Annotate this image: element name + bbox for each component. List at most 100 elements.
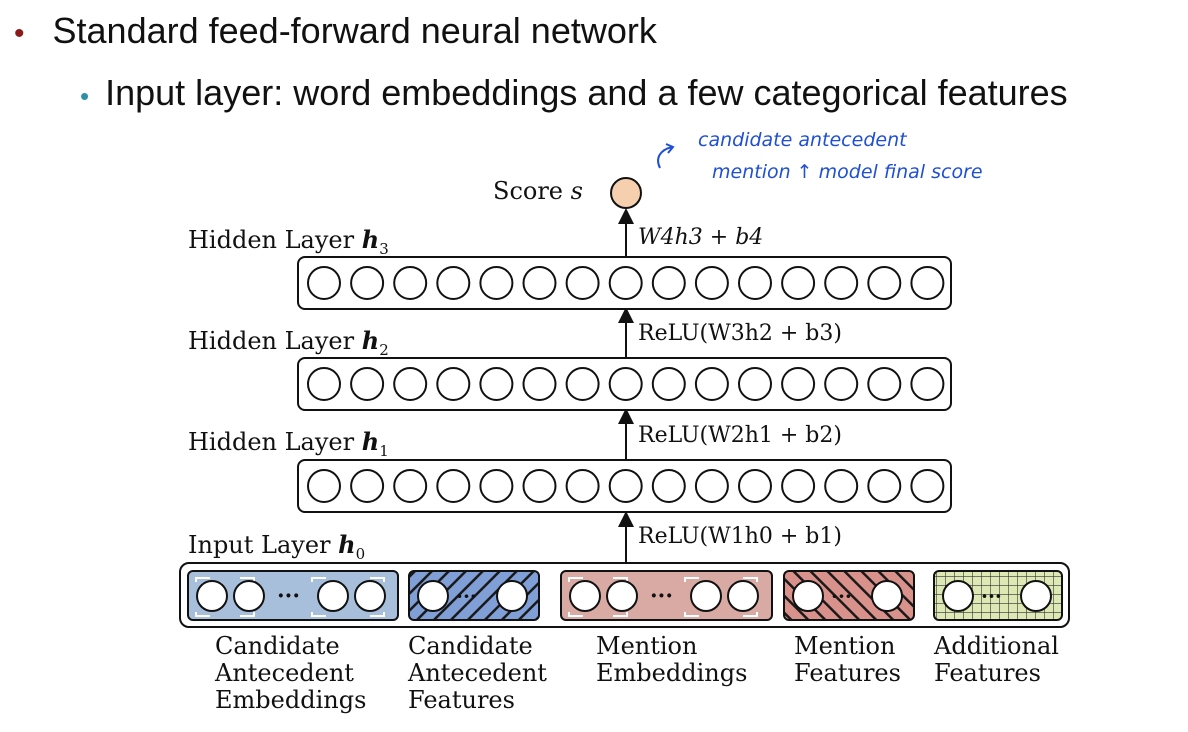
input-neuron bbox=[727, 580, 759, 612]
bullet-level1: • Standard feed-forward neural network bbox=[14, 10, 657, 52]
hidden-neuron bbox=[608, 469, 643, 503]
input-group-label-4: Mention Features bbox=[794, 632, 903, 687]
input-neuron bbox=[690, 580, 722, 612]
hidden-layer-1-neurons bbox=[307, 469, 945, 503]
hidden-neuron bbox=[651, 469, 686, 503]
input-group-label-2: Candidate Antecedent Features bbox=[407, 632, 555, 714]
svg-text:Hidden Layer h3: Hidden Layer h3 bbox=[188, 225, 389, 258]
annotation-arrow-icon bbox=[657, 143, 675, 169]
input-group-candidate-antecedent-embeddings: ··· bbox=[187, 570, 399, 621]
input-layer-label: Input Layer h0 bbox=[188, 530, 365, 563]
hidden-neuron bbox=[522, 367, 557, 401]
bullet-level2-text: Input layer: word embeddings and a few c… bbox=[105, 72, 1068, 113]
ellipsis-text: ··· bbox=[831, 584, 852, 608]
annotation-line1: candidate antecedent bbox=[698, 129, 908, 151]
input-group-mention-features: ··· bbox=[783, 570, 915, 621]
hidden-layer-2-label: Hidden Layer h2 bbox=[188, 326, 389, 359]
input-group-additional-features: ··· bbox=[933, 570, 1063, 621]
hidden-neuron bbox=[565, 469, 600, 503]
hidden-neuron bbox=[867, 266, 902, 300]
bullet-dot-icon: • bbox=[14, 17, 25, 50]
bullet-level2: • Input layer: word embeddings and a few … bbox=[80, 72, 1068, 114]
hidden-neuron bbox=[738, 266, 772, 300]
input-neuron bbox=[606, 580, 638, 612]
input-neuron bbox=[196, 580, 228, 612]
hidden-neuron bbox=[522, 266, 557, 300]
input-neuron bbox=[792, 580, 824, 612]
hidden-neuron bbox=[651, 266, 686, 300]
input-group-label-1: Candidate Antecedent Embeddings bbox=[214, 632, 366, 714]
hidden-neuron bbox=[307, 266, 341, 300]
hidden-neuron bbox=[738, 469, 772, 503]
hidden-neuron bbox=[479, 469, 514, 503]
hidden-neuron bbox=[738, 367, 772, 401]
hidden-layer-3-neurons bbox=[307, 266, 945, 300]
hidden-neuron bbox=[565, 266, 600, 300]
bullet-level1-text: Standard feed-forward neural network bbox=[52, 10, 657, 51]
hidden-neuron bbox=[436, 266, 471, 300]
ellipsis-text: ··· bbox=[456, 584, 477, 608]
hidden-layer-2-neurons bbox=[307, 367, 945, 401]
hidden-neuron bbox=[608, 367, 643, 401]
hidden-neuron bbox=[393, 469, 428, 503]
input-group-label-5: Additional Features bbox=[933, 632, 1067, 687]
hidden-neuron bbox=[910, 469, 945, 503]
hidden-neuron bbox=[436, 367, 471, 401]
hidden-neuron bbox=[867, 367, 902, 401]
score-label: Score s bbox=[493, 177, 583, 205]
input-neuron bbox=[417, 580, 449, 612]
input-neuron bbox=[942, 580, 974, 612]
input-neuron bbox=[569, 580, 601, 612]
input-neuron bbox=[1020, 580, 1052, 612]
input-group-mention-embeddings: ··· bbox=[560, 570, 773, 621]
svg-text:Input Layer h0: Input Layer h0 bbox=[188, 530, 365, 563]
hidden-neuron bbox=[781, 367, 816, 401]
hidden-neuron bbox=[824, 469, 859, 503]
hidden-neuron bbox=[651, 367, 686, 401]
input-neuron bbox=[496, 580, 528, 612]
hidden-neuron bbox=[522, 469, 557, 503]
input-group-label-3: Mention Embeddings bbox=[596, 632, 747, 687]
hidden-neuron bbox=[824, 367, 859, 401]
svg-text:Hidden Layer h1: Hidden Layer h1 bbox=[188, 427, 389, 460]
hidden-neuron bbox=[479, 266, 514, 300]
handwritten-annotation: candidate antecedent mention ↑ model fin… bbox=[657, 129, 983, 183]
score-node bbox=[610, 177, 642, 209]
hidden-neuron bbox=[910, 266, 945, 300]
annotation-line2: mention ↑ model final score bbox=[712, 161, 983, 183]
transform-label-h1: ReLU(W1h0 + b1) bbox=[638, 524, 842, 549]
hidden-neuron bbox=[393, 367, 428, 401]
hidden-neuron bbox=[565, 367, 600, 401]
hidden-neuron bbox=[781, 266, 816, 300]
hidden-neuron bbox=[350, 266, 385, 300]
hidden-neuron bbox=[824, 266, 859, 300]
hidden-neuron bbox=[608, 266, 643, 300]
hidden-layer-1-label: Hidden Layer h1 bbox=[188, 427, 389, 460]
hidden-neuron bbox=[694, 469, 729, 503]
ellipsis-text: ··· bbox=[981, 584, 1002, 608]
hidden-neuron bbox=[867, 469, 902, 503]
hidden-neuron bbox=[436, 469, 471, 503]
transform-label-h2: ReLU(W2h1 + b2) bbox=[638, 423, 842, 448]
input-neuron bbox=[354, 580, 386, 612]
input-neuron bbox=[871, 580, 903, 612]
hidden-layer-3-label: Hidden Layer h3 bbox=[188, 225, 389, 258]
hidden-neuron bbox=[307, 367, 341, 401]
input-neuron bbox=[233, 580, 265, 612]
bullet-dot-icon: • bbox=[80, 81, 90, 111]
hidden-neuron bbox=[350, 367, 385, 401]
hidden-neuron bbox=[393, 266, 428, 300]
ellipsis-text: ··· bbox=[277, 583, 300, 609]
hidden-neuron bbox=[307, 469, 341, 503]
hidden-neuron bbox=[479, 367, 514, 401]
svg-text:Hidden Layer h2: Hidden Layer h2 bbox=[188, 326, 389, 359]
hidden-neuron bbox=[694, 367, 729, 401]
hidden-neuron bbox=[910, 367, 945, 401]
hidden-neuron bbox=[350, 469, 385, 503]
hidden-neuron bbox=[781, 469, 816, 503]
transform-label-output: W4h3 + b4 bbox=[638, 225, 763, 250]
hidden-neuron bbox=[694, 266, 729, 300]
input-group-candidate-antecedent-features: ··· bbox=[408, 570, 540, 621]
transform-label-h3: ReLU(W3h2 + b3) bbox=[638, 321, 842, 346]
